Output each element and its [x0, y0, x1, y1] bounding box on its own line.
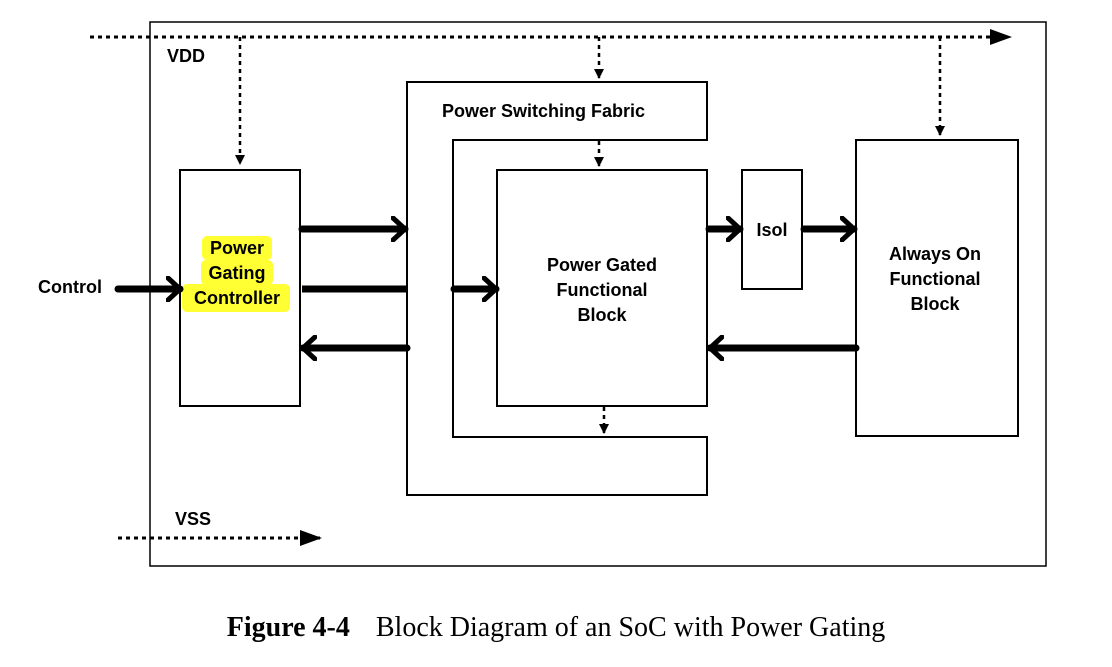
aofb-label-line-2: Functional	[890, 269, 981, 289]
pgc-highlight	[201, 260, 273, 285]
pgc-highlight	[202, 236, 272, 260]
pgfb-label-line-2: Functional	[557, 280, 648, 300]
vss-label: VSS	[175, 509, 211, 529]
figure-title: Block Diagram of an SoC with Power Gatin…	[375, 612, 886, 643]
figure-number: Figure 4-4	[226, 612, 350, 643]
power-switching-fabric	[406, 81, 708, 496]
figure-caption: Figure 4-4 Block Diagram of an SoC with P…	[0, 612, 1112, 644]
always-on-functional-block	[855, 139, 1019, 437]
pgfb-label-line-3: Block	[577, 305, 627, 325]
control-label: Control	[38, 277, 102, 297]
soc-boundary	[149, 21, 1047, 567]
power-switching-fabric-label: Power Switching Fabric	[442, 101, 645, 121]
pgc-label-line-3: Controller	[194, 288, 280, 308]
pgfb-label-line-1: Power Gated	[547, 255, 657, 275]
pgc-highlight	[182, 284, 290, 312]
vdd-label: VDD	[167, 46, 205, 66]
aofb-label-line-3: Block	[910, 294, 960, 314]
pgc-label-line-1: Power	[210, 238, 264, 258]
aofb-label-line-1: Always On	[889, 244, 981, 264]
pgc-label-line-2: Gating	[209, 263, 266, 283]
isol-label: Isol	[756, 220, 787, 240]
power-gating-block-diagram: VDD VSS Power Switching Fabric Power Gat…	[38, 21, 1047, 567]
power-gated-functional-block	[496, 169, 708, 407]
